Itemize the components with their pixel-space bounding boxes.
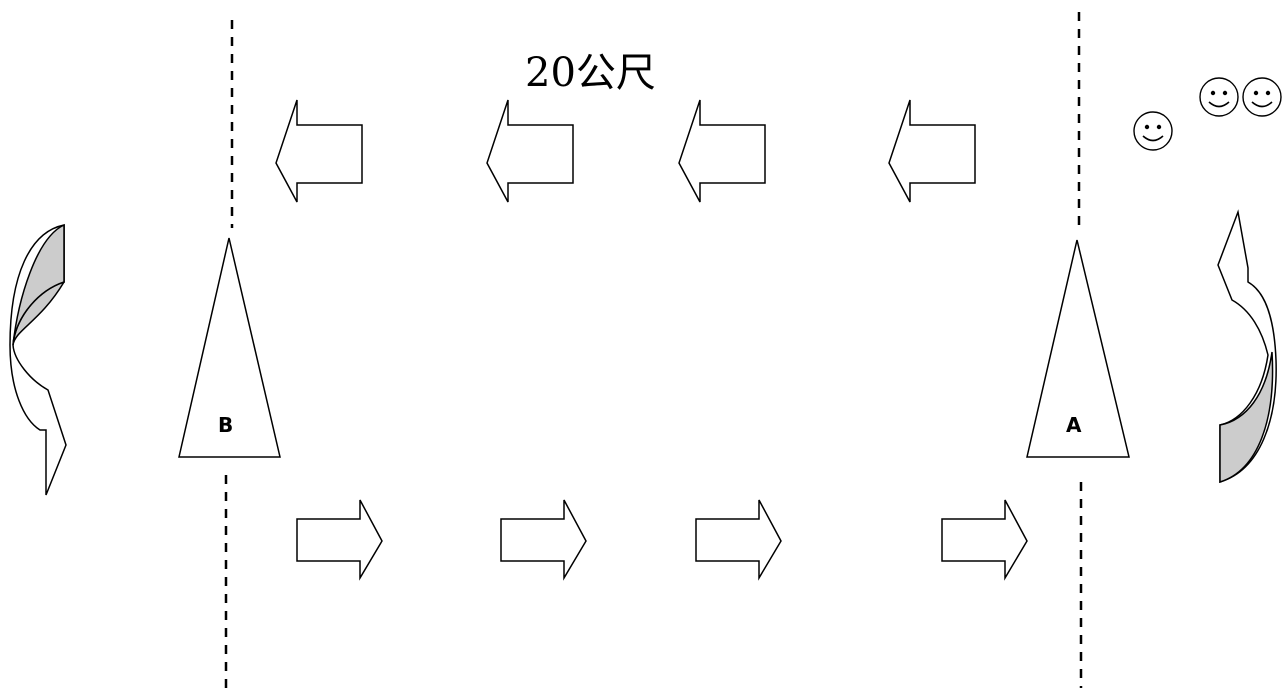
left-arrow-icon <box>678 99 766 203</box>
u-turn-arrow-icon <box>1217 209 1277 484</box>
right-arrow-icon <box>500 499 587 581</box>
cone-a: A <box>1026 239 1130 458</box>
left-arrow-icon <box>486 99 574 203</box>
smiley-face-icon <box>1242 77 1282 117</box>
top-lane-arrows <box>275 99 976 203</box>
bottom-lane-arrows <box>296 499 1028 581</box>
left-arrow-icon <box>275 99 363 203</box>
u-turn-arrow-icon <box>9 223 67 496</box>
left-arrow-icon <box>888 99 976 203</box>
right-arrow-icon <box>296 499 383 581</box>
smiley-face-icon <box>1133 111 1173 151</box>
smiley-face-icon <box>1199 77 1239 117</box>
start-line-b <box>224 20 234 688</box>
cone-a-label: A <box>1066 413 1082 437</box>
distance-label: 20公尺 <box>525 50 656 96</box>
start-line-a <box>1077 12 1083 688</box>
cone-b: B <box>178 237 281 458</box>
right-arrow-icon <box>941 499 1028 581</box>
cone-b-label: B <box>218 413 233 437</box>
right-arrow-icon <box>695 499 782 581</box>
